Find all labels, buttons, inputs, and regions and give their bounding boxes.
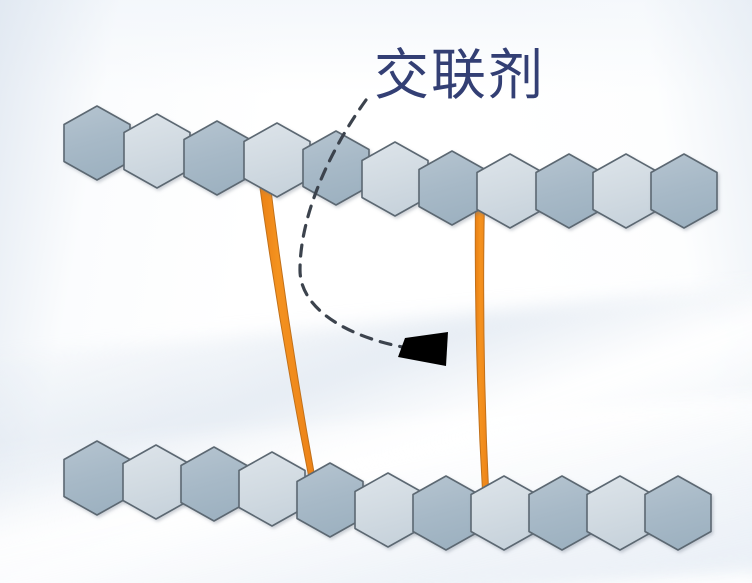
polymer-monomer-hexagon bbox=[535, 153, 603, 229]
polymer-monomer-hexagon bbox=[183, 120, 251, 196]
polymer-monomer-hexagon bbox=[63, 440, 131, 516]
polymer-monomer-hexagon bbox=[123, 113, 191, 189]
polymer-monomer-hexagon bbox=[243, 122, 311, 198]
polymer-chain-bottom bbox=[63, 440, 712, 551]
polymer-monomer-hexagon bbox=[180, 446, 248, 522]
polymer-monomer-hexagon bbox=[63, 105, 131, 181]
polymer-monomer-hexagon bbox=[476, 153, 544, 229]
polymer-monomer-hexagon bbox=[361, 141, 429, 217]
polymer-monomer-hexagon bbox=[650, 153, 718, 229]
crosslinker-right bbox=[474, 197, 490, 501]
crosslinker-left bbox=[256, 169, 316, 479]
polymer-monomer-hexagon bbox=[302, 130, 370, 206]
pointer-arrow-head bbox=[398, 332, 448, 366]
annotation-label-crosslinker: 交联剂 bbox=[374, 43, 546, 107]
polymer-monomer-hexagon bbox=[238, 451, 306, 527]
polymer-monomer-hexagon bbox=[528, 475, 596, 551]
polymer-monomer-hexagon bbox=[354, 472, 422, 548]
polymer-monomer-hexagon bbox=[412, 475, 480, 551]
polymer-chain-top bbox=[63, 105, 718, 229]
polymer-monomer-hexagon bbox=[592, 153, 660, 229]
polymer-monomer-hexagon bbox=[644, 475, 712, 551]
polymer-monomer-hexagon bbox=[586, 475, 654, 551]
polymer-monomer-hexagon bbox=[470, 475, 538, 551]
polymer-monomer-hexagon bbox=[122, 444, 190, 520]
pointer-leader-line bbox=[298, 98, 410, 350]
polymer-monomer-hexagon bbox=[296, 462, 364, 538]
